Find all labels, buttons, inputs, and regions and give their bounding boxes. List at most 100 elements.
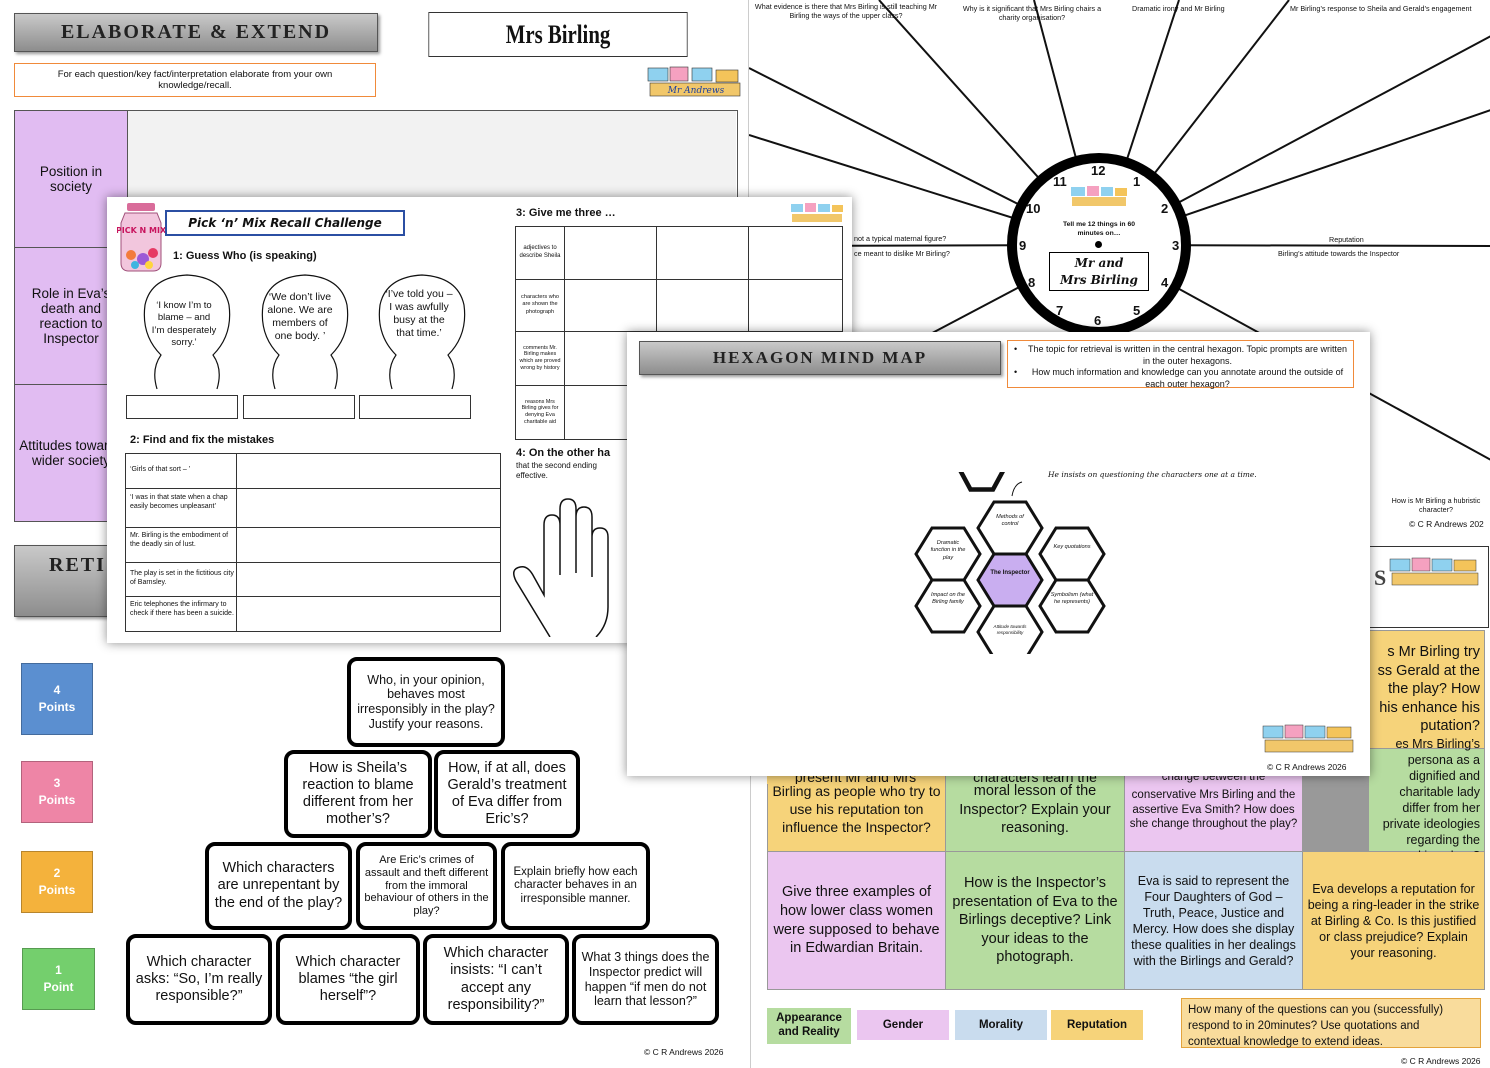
clock-num-1: 1 (1133, 174, 1141, 189)
clock-num-10: 10 (1026, 201, 1041, 216)
clock-prompt-4: Mr Birling’s response to Sheila and Gera… (1290, 4, 1472, 13)
clock-num-11: 11 (1053, 174, 1067, 189)
hand-outline-icon (513, 498, 609, 637)
clock-topic: Mr and Mrs Birling (1049, 252, 1149, 291)
clock-prompt-left-2: ce meant to dislike Mr Birling? (854, 249, 950, 258)
recall-logo-icon (789, 202, 845, 224)
hex-label-symbolism: Symbolism (what he represents) (1050, 592, 1094, 606)
mistake-2: ‘I was in that state when a chap easily … (130, 494, 228, 510)
hex-grid: Methods of control Key quotations Symbol… (910, 500, 1106, 654)
grid-cell-2-4: Eva develops a reputation for being a ri… (1303, 852, 1484, 989)
row-label-role: Role in Eva’s death and reaction to Insp… (31, 286, 111, 346)
hexmap-sheet: HEXAGON MIND MAP •The topic for retrieva… (627, 332, 1370, 776)
svg-text:Mr Andrews: Mr Andrews (667, 86, 725, 96)
grid-copyright: © C R Andrews 2026 (1401, 1056, 1481, 1066)
hexmap-bullet-2: How much information and knowledge can y… (1031, 367, 1344, 390)
clock-logo-icon (1069, 185, 1129, 207)
clock-prompt-bottom-right: How is Mr Birling a hubristic character? (1391, 496, 1481, 514)
pyramid-q-r4-2: Which character blames “the girl herself… (276, 934, 420, 1025)
section-2-heading: 2: Find and fix the mistakes (130, 434, 275, 446)
pyramid-q-r2-1: How is Sheila’s reaction to blame differ… (284, 750, 432, 838)
hexagon-diagram (958, 472, 1023, 497)
section-4-text: that the second ending effective. (516, 461, 597, 481)
grid-header-partial: S (1363, 546, 1489, 628)
grid-cell-2-2: How is the Inspector’s presentation of E… (946, 852, 1124, 989)
pyramid-q-r4-1: Which character asks: “So, I’m really re… (126, 934, 272, 1025)
retrieval-header-text: RETI (49, 554, 106, 576)
hexmap-copyright: © C R Andrews 2026 (1267, 762, 1347, 772)
section-1-heading: 1: Guess Who (is speaking) (173, 250, 317, 262)
points-1: 1 Point (22, 948, 95, 1010)
head-outlines (143, 274, 466, 390)
hex-label-dramatic: Dramatic function in the play (930, 540, 966, 561)
answer-box-3[interactable] (359, 395, 471, 419)
clock-instruction: Tell me 12 things in 60 minutes on… (1062, 221, 1136, 238)
clock-prompt-3: Dramatic irony and Mr Birling (1132, 4, 1225, 13)
hex-quotations (1038, 526, 1106, 582)
mistake-4: The play is set in the fictitious city o… (130, 570, 234, 586)
question-grid: s Mr Birling try ss Gerald at the the pl… (767, 630, 1485, 990)
row-label-attitudes: Attitudes towards wider society (19, 438, 123, 468)
hexmap-annotation: He insists on questioning the characters… (1048, 470, 1257, 479)
pyramid-q-r2-2: How, if at all, does Gerald’s treatment … (434, 750, 580, 838)
legend-gender: Gender (857, 1010, 949, 1040)
mistake-1: ‘Girls of that sort – ’ (130, 466, 191, 473)
clock-num-4: 4 (1161, 275, 1169, 290)
hexmap-header: HEXAGON MIND MAP (639, 341, 1001, 375)
clock-num-12: 12 (1091, 163, 1106, 178)
svg-text:PICK N MIX: PICK N MIX (117, 226, 165, 235)
pyramid-q-r3-3: Explain briefly how each character behav… (501, 842, 650, 930)
pyramid-q-r3-2: Are Eric’s crimes of assault and theft d… (356, 842, 497, 930)
clock-num-5: 5 (1133, 303, 1141, 318)
grid-cell-1-4: s Mr Birling try ss Gerald at the the pl… (1369, 631, 1484, 748)
row-label-position: Position in society (39, 164, 103, 194)
answer-box-1[interactable] (126, 395, 238, 419)
grid-header-letter: S (1374, 565, 1387, 590)
grid-cell-1-5: es Mrs Birling’s persona as a dignified … (1369, 737, 1484, 863)
hexmap-logo-icon (1261, 724, 1357, 754)
hex-label-quotations: Key quotations (1053, 544, 1091, 550)
points-4: 4 Points (21, 663, 93, 735)
hex-label-centre: The Inspector (990, 570, 1030, 576)
clock-prompt-right-1: Reputation (1329, 235, 1364, 244)
clock-num-2: 2 (1161, 201, 1169, 216)
character-title: Mrs Birling (428, 12, 688, 57)
mistakes-table: ‘Girls of that sort – ’ ‘I was in that s… (125, 453, 501, 632)
hexmap-bullet-1: The topic for retrieval is written in th… (1028, 344, 1347, 366)
legend-appearance: Appearance and Reality (767, 1008, 851, 1044)
section-3-heading: 3: Give me three … (516, 207, 616, 219)
elaborate-header: ELABORATE & EXTEND (14, 13, 378, 52)
clock-prompt-1: What evidence is there that Mrs Birling … (754, 2, 938, 20)
pyramid-q-r3-1: Which characters are unrepentant by the … (205, 842, 352, 930)
three-row-3: comments Mr. Birling makes which are pro… (519, 344, 561, 371)
three-row-2: characters who are shown the photograph (521, 294, 559, 315)
hex-centre (976, 552, 1044, 608)
clock-num-9: 9 (1019, 238, 1027, 253)
grid-cell-2-1: Give three examples of how lower class w… (768, 852, 945, 989)
clock-num-8: 8 (1028, 275, 1036, 290)
hex-label-impact: Impact on the Birling family (931, 592, 965, 606)
hex-label-attitude: Attitude towards responsibility (993, 624, 1027, 635)
mistake-3: Mr. Birling is the embodiment of the dea… (130, 532, 229, 548)
clock-prompt-right-2: Birling’s attitude towards the Inspector (1278, 249, 1400, 258)
legend-morality: Morality (955, 1010, 1047, 1040)
quote-1: ‘I know I’m to blame – and I’m desperate… (151, 300, 217, 349)
grid-note: How many of the questions can you (succe… (1181, 998, 1481, 1048)
legend-reputation: Reputation (1051, 1010, 1143, 1040)
clock-face: 12 1 2 3 4 5 6 7 8 9 10 11 Tell me 12 th… (1017, 163, 1181, 328)
pyramid-q-r4-3: Which character insists: “I can’t accept… (423, 934, 569, 1025)
hexmap-instructions: •The topic for retrieval is written in t… (1007, 340, 1354, 390)
logo-icon: Mr Andrews (646, 66, 744, 98)
clock-prompt-left-1: not a typical maternal figure? (854, 234, 947, 243)
sweet-jar-icon: PICK N MIX (116, 201, 167, 273)
hex-symbolism (1038, 578, 1106, 634)
recall-title: Pick ‘n’ Mix Recall Challenge (165, 210, 405, 236)
answer-box-2[interactable] (243, 395, 355, 419)
retrieval-copyright: © C R Andrews 2026 (644, 1047, 724, 1057)
clock-copyright: © C R Andrews 202 (1409, 519, 1484, 529)
pyramid-q-r4-4: What 3 things does the Inspector predict… (572, 934, 719, 1025)
three-row-4: reasons Mrs Birling gives for denying Ev… (521, 398, 559, 425)
retrieval-header: RETI (14, 545, 114, 617)
hex-dramatic (914, 526, 982, 582)
pyramid-q-r1-1: Who, in your opinion, behaves most irres… (347, 657, 505, 747)
